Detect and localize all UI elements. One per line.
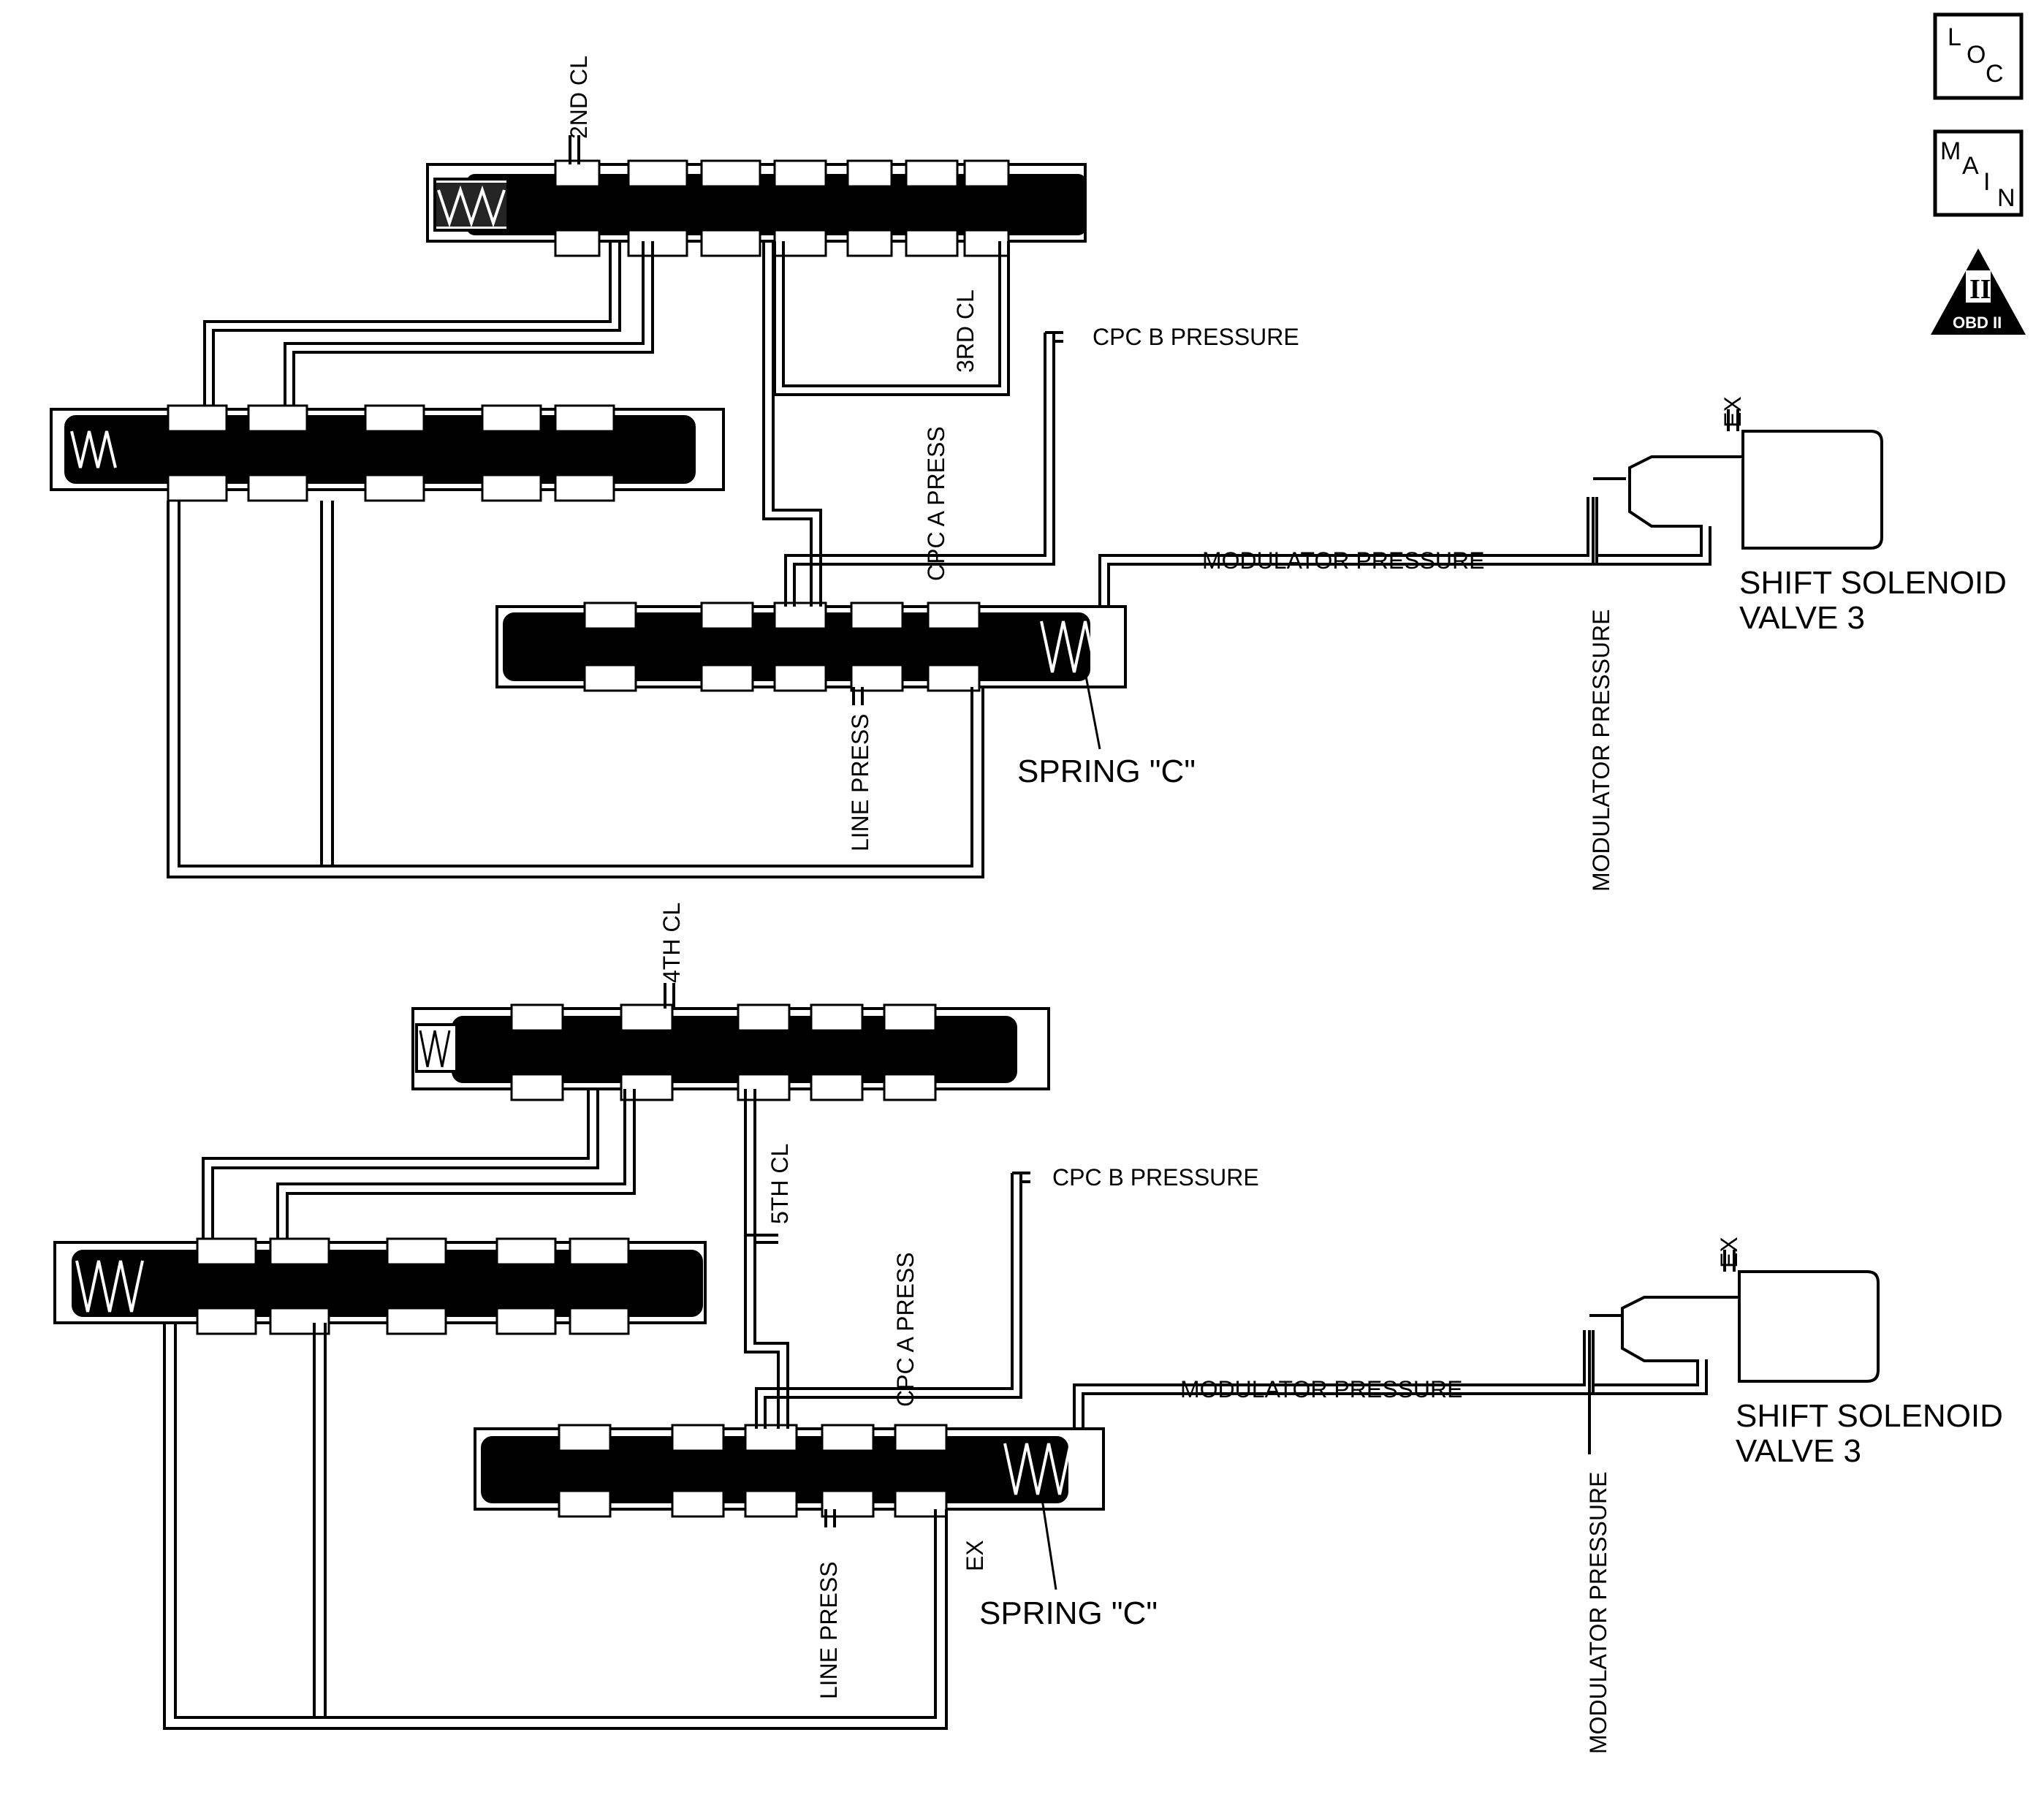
bottom-ex-port-label: EX	[962, 1540, 988, 1571]
top-solenoid-label-line2: VALVE 3	[1739, 600, 1865, 636]
bottom-cpc-b-pressure-label: CPC B PRESSURE	[1052, 1164, 1259, 1191]
top-line-press-label: LINE PRESS	[847, 713, 873, 851]
loc-letter-c: C	[1986, 60, 2004, 88]
top-passages	[167, 135, 1711, 878]
obd-label: OBD II	[1953, 314, 2002, 332]
top-modulator-pressure-vertical-label: MODULATOR PRESSURE	[1588, 610, 1614, 892]
bottom-solenoid-label-line1: SHIFT SOLENOID	[1736, 1398, 2003, 1434]
main-letter-a: A	[1962, 152, 1979, 180]
bottom-spring-c-label: SPRING "C"	[979, 1595, 1158, 1631]
obd-roman-numeral: II	[1969, 274, 1991, 305]
main-letter-m: M	[1940, 137, 1961, 165]
bottom-circuit	[53, 983, 1880, 1730]
bottom-4th-cl-label: 4TH CL	[658, 903, 685, 983]
loc-letter-o: O	[1967, 41, 1986, 69]
main-letter-n: N	[1997, 184, 2015, 212]
top-cpc-a-press-label: CPC A PRESS	[923, 426, 949, 581]
top-3rd-cl-label: 3RD CL	[952, 289, 979, 373]
top-cpc-b-pressure-label: CPC B PRESSURE	[1093, 324, 1299, 350]
bottom-spring-pointer	[1040, 1494, 1057, 1590]
main-letter-i: I	[1983, 168, 1990, 196]
bottom-upper-valve	[411, 1007, 1050, 1090]
bottom-modulator-pressure-vertical-label: MODULATOR PRESSURE	[1585, 1472, 1611, 1754]
bottom-middle-valve	[53, 1241, 707, 1324]
bottom-line-press-label: LINE PRESS	[816, 1561, 842, 1699]
top-circuit	[50, 135, 1883, 878]
loc-letter-l: L	[1948, 23, 1961, 51]
bottom-cpc-a-press-label: CPC A PRESS	[892, 1252, 919, 1407]
top-modulator-pressure-label: MODULATOR PRESSURE	[1202, 547, 1484, 574]
top-ex-label: EX	[1720, 396, 1746, 428]
top-spring-pointer	[1084, 672, 1101, 750]
top-solenoid-label-line1: SHIFT SOLENOID	[1739, 565, 2007, 601]
loc-nav-icon[interactable]: L O C	[1933, 12, 2024, 100]
main-nav-icon[interactable]: M A I N	[1933, 129, 2024, 217]
bottom-modulator-pressure-label: MODULATOR PRESSURE	[1180, 1376, 1462, 1402]
bottom-shift-solenoid	[1588, 1250, 1880, 1454]
bottom-5th-cl-label: 5TH CL	[767, 1144, 793, 1224]
bottom-solenoid-label-line2: VALVE 3	[1736, 1433, 1861, 1469]
bottom-ex-label: EX	[1716, 1237, 1742, 1268]
top-spring-c-label: SPRING "C"	[1017, 753, 1196, 789]
top-shift-solenoid	[1592, 409, 1883, 563]
obd-ii-nav-icon[interactable]: II OBD II	[1931, 248, 2026, 335]
top-2nd-cl-label: 2ND CL	[566, 56, 592, 139]
bottom-passages	[163, 983, 1708, 1730]
